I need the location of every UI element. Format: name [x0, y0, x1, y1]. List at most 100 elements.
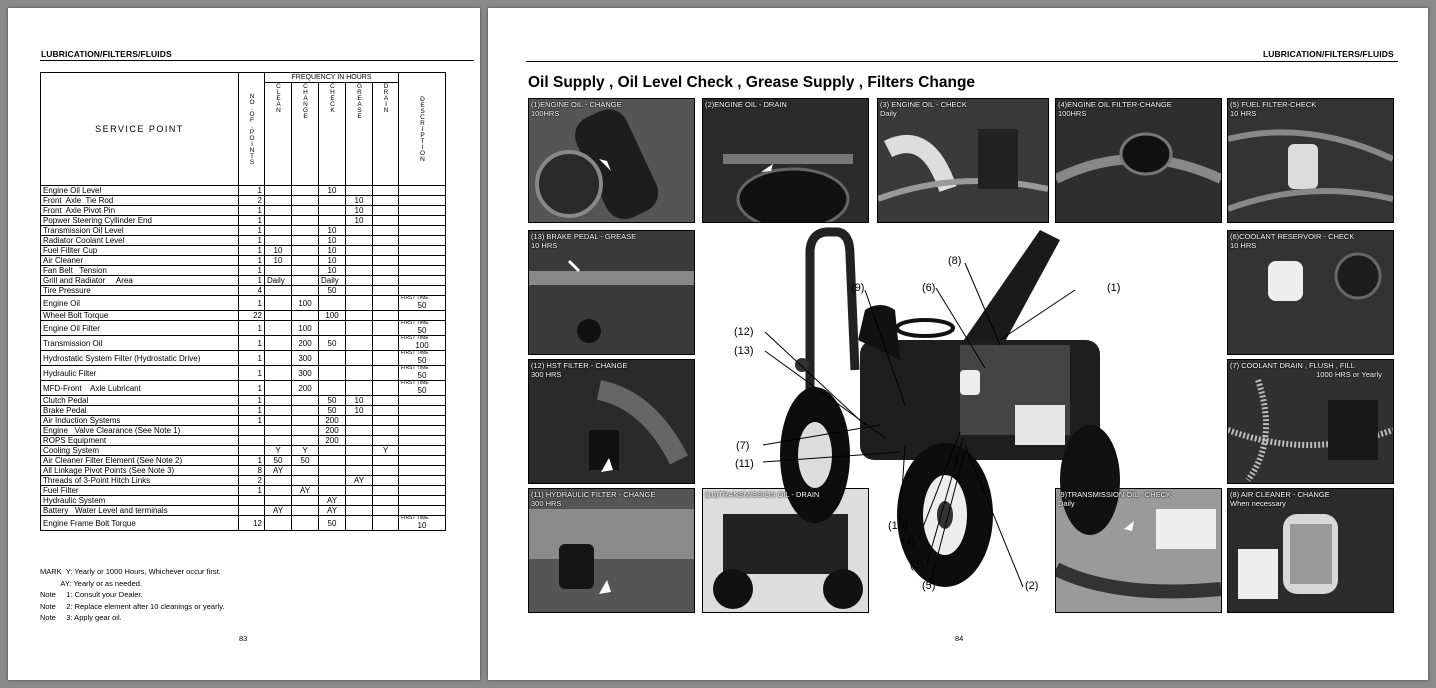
- service-point-name: Front Axle Pivot Pin: [40, 205, 239, 216]
- service-point-name: All Linkage Pivot Points (See Note 3): [40, 465, 239, 476]
- service-point-name: Air Cleaner: [40, 255, 239, 266]
- callout-12: (12): [734, 326, 754, 338]
- cell-clean: [264, 395, 292, 406]
- callout-6: (6): [922, 282, 936, 294]
- freq-col-drain: DRAIN: [372, 82, 399, 186]
- service-point-name: Battery Water Level and terminals: [40, 505, 239, 516]
- service-point-name: Fuel Fillter Cup: [40, 245, 239, 256]
- cell-grease: [345, 265, 373, 276]
- cell-drain: [372, 205, 399, 216]
- cell-pts: 2: [238, 195, 265, 206]
- cell-grease: 10: [345, 195, 373, 206]
- cell-drain: [372, 235, 399, 246]
- cell-pts: 1: [238, 225, 265, 236]
- cell-grease: [345, 455, 373, 466]
- callout-8: (8): [948, 255, 962, 267]
- cell-pts: [238, 495, 265, 506]
- cell-change: [291, 505, 319, 516]
- cell-change: 300: [291, 365, 319, 381]
- cell-drain: [372, 515, 399, 531]
- cell-drain: [372, 245, 399, 256]
- cell-drain: [372, 275, 399, 286]
- cell-clean: [264, 475, 292, 486]
- cell-pts: 1: [238, 395, 265, 406]
- cell-pts: 1: [238, 455, 265, 466]
- service-point-name: Tire Pressure: [40, 285, 239, 296]
- cell-description: [398, 195, 446, 206]
- cell-description: [398, 205, 446, 216]
- callout-3: (3): [910, 559, 924, 571]
- cell-drain: [372, 495, 399, 506]
- callout-2: (2): [1025, 580, 1039, 592]
- cell-change: AY: [291, 485, 319, 496]
- service-point-name: ROPS Equipment: [40, 435, 239, 446]
- cell-drain: [372, 310, 399, 321]
- cell-drain: [372, 185, 399, 196]
- cell-change: [291, 475, 319, 486]
- callout-11: (11): [735, 458, 754, 470]
- cell-check: 10: [318, 225, 346, 236]
- cell-check: 10: [318, 235, 346, 246]
- service-point-name: Brake Pedal: [40, 405, 239, 416]
- cell-pts: 2: [238, 475, 265, 486]
- callout-13: (13): [734, 345, 754, 357]
- table-row: ROPS Equipment 200: [40, 435, 446, 446]
- service-point-name: Hydraulic Filter: [40, 365, 239, 381]
- service-point-name: Cooling System: [40, 445, 239, 456]
- cell-grease: [345, 515, 373, 531]
- cell-check: 200: [318, 435, 346, 446]
- cell-check: [318, 465, 346, 476]
- service-point-name: Threads of 3-Point Hitch Links: [40, 475, 239, 486]
- page-number: 84: [955, 634, 964, 643]
- cell-description: [398, 255, 446, 266]
- cell-check: 10: [318, 265, 346, 276]
- service-point-name: Air Induction Systems: [40, 415, 239, 426]
- cell-description: [398, 415, 446, 426]
- callout-5: (5): [922, 580, 936, 592]
- service-point-name: Engine Oil: [40, 295, 239, 311]
- cell-change: [291, 465, 319, 476]
- cell-grease: [345, 415, 373, 426]
- cell-change: [291, 235, 319, 246]
- cell-check: 50: [318, 515, 346, 531]
- cell-grease: [345, 365, 373, 381]
- cell-clean: 10: [264, 245, 292, 256]
- cell-drain: Y: [372, 445, 399, 456]
- cell-grease: AY: [345, 475, 373, 486]
- cell-pts: 1: [238, 485, 265, 496]
- cell-grease: [345, 255, 373, 266]
- note-mark-y: MARK Y: Yearly or 1000 Hours, Whichever …: [40, 567, 221, 576]
- cell-pts: 1: [238, 275, 265, 286]
- cell-pts: 12: [238, 515, 265, 531]
- cell-clean: [264, 425, 292, 436]
- cell-clean: [264, 205, 292, 216]
- cell-change: [291, 195, 319, 206]
- cell-check: [318, 445, 346, 456]
- cell-drain: [372, 335, 399, 351]
- tractor-illustration: [762, 227, 1120, 588]
- cell-check: [318, 475, 346, 486]
- cell-clean: [264, 195, 292, 206]
- service-point-name: Clutch Pedal: [40, 395, 239, 406]
- cell-clean: [264, 380, 292, 396]
- cell-check: 200: [318, 415, 346, 426]
- cell-check: [318, 295, 346, 311]
- cell-pts: 1: [238, 380, 265, 396]
